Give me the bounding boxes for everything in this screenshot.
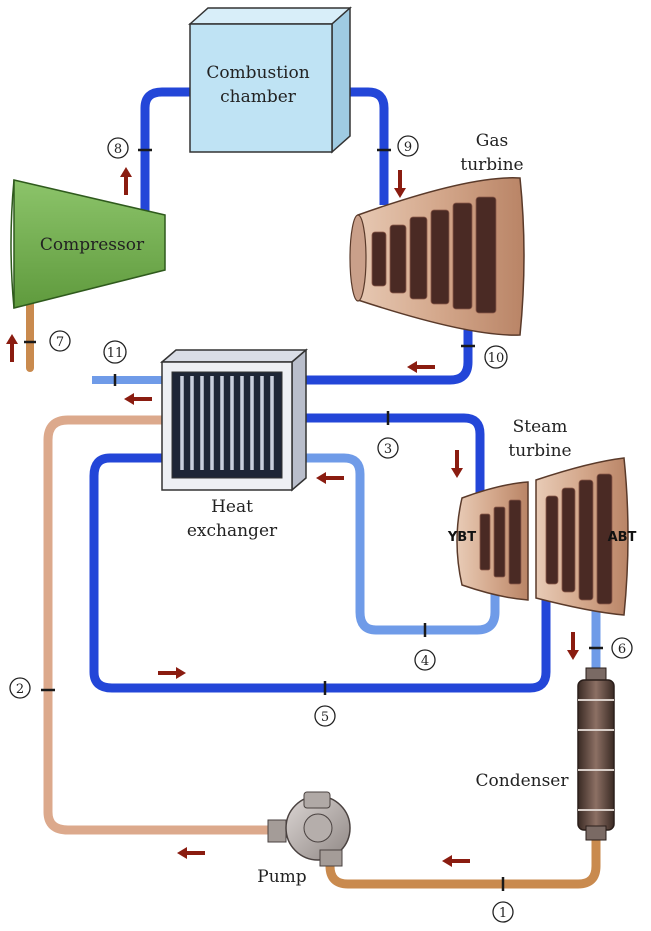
- svg-text:10: 10: [488, 351, 505, 366]
- compressor-label: Compressor: [40, 235, 145, 255]
- gas-turbine: [349, 177, 525, 336]
- pipe-bands: [24, 148, 603, 891]
- heat-exchanger: [159, 348, 309, 492]
- arrow-left-11: [124, 393, 152, 405]
- state-11: 11: [103, 340, 127, 364]
- svg-text:7: 7: [56, 335, 64, 350]
- steam-turbine-label-1: Steam: [513, 417, 568, 437]
- arrow-left-2: [177, 847, 205, 859]
- svg-text:11: 11: [107, 346, 124, 361]
- pipe-4: [300, 453, 500, 635]
- state-6: 6: [611, 637, 633, 659]
- svg-text:4: 4: [421, 654, 429, 669]
- state-10: 10: [484, 345, 508, 369]
- state-9: 9: [397, 135, 419, 157]
- condenser: [577, 667, 615, 841]
- state-4: 4: [414, 649, 436, 671]
- heat-exchanger-label-1: Heat: [211, 497, 253, 517]
- combustion-chamber-label-2: chamber: [220, 87, 297, 107]
- state-7: 7: [49, 330, 71, 352]
- arrow-up-7: [6, 334, 18, 362]
- pipe-2: [43, 415, 272, 835]
- arrow-right-5: [158, 667, 186, 679]
- state-8: 8: [107, 137, 129, 159]
- pipe-9: [335, 87, 389, 205]
- flow-arrows: [6, 167, 579, 867]
- svg-text:2: 2: [16, 682, 24, 697]
- pipe-1: [325, 830, 601, 889]
- arrow-up-8: [120, 167, 132, 195]
- arrow-left-10: [407, 361, 435, 373]
- state-5: 5: [314, 705, 336, 727]
- gas-turbine-label-1: Gas: [476, 131, 508, 151]
- gas-turbine-label-2: turbine: [460, 155, 523, 175]
- steam-turbine-lp-label: ABT: [608, 530, 637, 545]
- steam-turbine-hp-label: YBT: [447, 530, 476, 545]
- svg-text:1: 1: [499, 906, 507, 921]
- combustion-chamber-label-1: Combustion: [206, 63, 309, 83]
- state-2: 2: [9, 677, 31, 699]
- combustion-chamber: [188, 6, 352, 154]
- arrow-down-3: [451, 450, 463, 478]
- svg-text:5: 5: [321, 710, 329, 725]
- svg-text:8: 8: [114, 142, 122, 157]
- compressor: [10, 179, 166, 309]
- heat-exchanger-label-2: exchanger: [187, 521, 278, 541]
- arrow-down-6: [567, 632, 579, 660]
- pipe-5: [89, 453, 551, 693]
- pipe-3: [300, 413, 485, 500]
- steam-turbine: [456, 457, 629, 616]
- svg-text:3: 3: [384, 442, 392, 457]
- svg-text:6: 6: [618, 642, 626, 657]
- svg-text:9: 9: [404, 140, 412, 155]
- state-1: 1: [492, 901, 514, 923]
- arrow-down-9: [394, 170, 406, 198]
- pump: [267, 791, 351, 867]
- arrow-left-4: [316, 472, 344, 484]
- steam-turbine-label-2: turbine: [508, 441, 571, 461]
- pipe-10: [300, 320, 473, 385]
- state-3: 3: [377, 437, 399, 459]
- pump-label: Pump: [257, 867, 307, 887]
- condenser-label: Condenser: [476, 771, 570, 791]
- pipe-8: [140, 87, 198, 215]
- arrow-left-1: [442, 855, 470, 867]
